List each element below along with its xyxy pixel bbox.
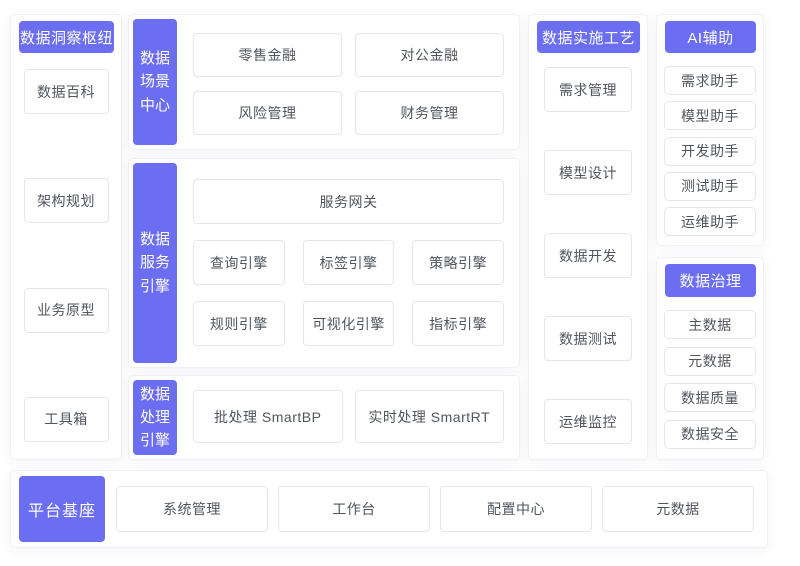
card-corporate-finance: 对公金融 [355,33,504,77]
implementation-header: 数据实施工艺 [537,21,640,53]
processing-engine-label: 数据处理引擎 [133,380,177,455]
processing-engine-items: 批处理 SmartBP 实时处理 SmartRT [181,376,519,459]
card-retail-finance: 零售金融 [193,33,342,77]
card-data-encyclopedia: 数据百科 [23,69,109,114]
scene-center-label: 数据场景中心 [133,19,177,145]
platform-base-header: 平台基座 [19,476,105,542]
service-engine-items: 服务网关 查询引擎 标签引擎 策略引擎 规则引擎 可视化引擎 指标引擎 [181,159,519,367]
scene-center-items: 零售金融 对公金融 风险管理 财务管理 [181,15,519,149]
card-config-center: 配置中心 [440,486,592,532]
governance-header: 数据治理 [665,264,756,297]
card-data-quality: 数据质量 [664,383,756,413]
card-toolbox: 工具箱 [23,396,109,442]
card-system-management: 系统管理 [116,486,268,532]
card-workbench: 工作台 [278,486,430,532]
card-risk-management: 风险管理 [193,91,342,135]
panel-platform-base: 平台基座 系统管理 工作台 配置中心 元数据 [10,470,768,548]
card-ops-assistant: 运维助手 [664,207,756,236]
card-data-security: 数据安全 [664,419,756,449]
panel-service-engine: 数据服务引擎 服务网关 查询引擎 标签引擎 策略引擎 规则引擎 可视化引擎 指标… [128,158,520,368]
card-finance-management: 财务管理 [355,91,504,135]
card-requirement-assistant: 需求助手 [664,66,756,95]
panel-insight-hub: 数据洞察枢纽 数据百科 架构规划 业务原型 工具箱 [10,14,122,460]
platform-base-items: 系统管理 工作台 配置中心 元数据 [116,486,754,532]
ai-assist-header: AI辅助 [665,21,756,53]
card-visualization-engine: 可视化引擎 [302,301,395,346]
service-engine-label: 数据服务引擎 [133,163,177,363]
card-model-design: 模型设计 [544,150,632,195]
card-metadata-base: 元数据 [602,486,754,532]
card-model-assistant: 模型助手 [664,101,756,131]
card-master-data: 主数据 [664,310,756,339]
implementation-items: 需求管理 模型设计 数据开发 数据测试 运维监控 [529,53,647,459]
panel-processing-engine: 数据处理引擎 批处理 SmartBP 实时处理 SmartRT [128,375,520,460]
panel-implementation: 数据实施工艺 需求管理 模型设计 数据开发 数据测试 运维监控 [528,14,648,460]
card-metric-engine: 指标引擎 [412,301,504,346]
panel-scene-center: 数据场景中心 零售金融 对公金融 风险管理 财务管理 [128,14,520,150]
insight-hub-items: 数据百科 架构规划 业务原型 工具箱 [11,53,121,459]
card-query-engine: 查询引擎 [193,240,285,285]
ai-assist-items: 需求助手 模型助手 开发助手 测试助手 运维助手 [657,53,763,245]
card-requirement-management: 需求管理 [544,67,632,112]
card-data-testing: 数据测试 [544,316,632,361]
card-service-gateway: 服务网关 [193,179,504,224]
panel-governance: 数据治理 主数据 元数据 数据质量 数据安全 [656,257,764,460]
card-dev-assistant: 开发助手 [664,136,756,166]
governance-items: 主数据 元数据 数据质量 数据安全 [657,297,763,459]
card-rule-engine: 规则引擎 [193,301,285,346]
insight-hub-header: 数据洞察枢纽 [19,21,114,53]
card-business-prototype: 业务原型 [23,287,109,333]
card-architecture-planning: 架构规划 [23,178,109,224]
engine-grid: 查询引擎 标签引擎 策略引擎 规则引擎 可视化引擎 指标引擎 [193,240,504,346]
card-realtime-smartrt: 实时处理 SmartRT [354,390,504,443]
card-strategy-engine: 策略引擎 [412,240,504,285]
card-data-development: 数据开发 [544,233,632,278]
card-metadata: 元数据 [664,346,756,376]
card-batch-smartbp: 批处理 SmartBP [193,390,343,443]
card-ops-monitoring: 运维监控 [544,399,632,444]
panel-ai-assist: AI辅助 需求助手 模型助手 开发助手 测试助手 运维助手 [656,14,764,246]
card-test-assistant: 测试助手 [664,171,756,201]
card-tag-engine: 标签引擎 [302,240,395,285]
